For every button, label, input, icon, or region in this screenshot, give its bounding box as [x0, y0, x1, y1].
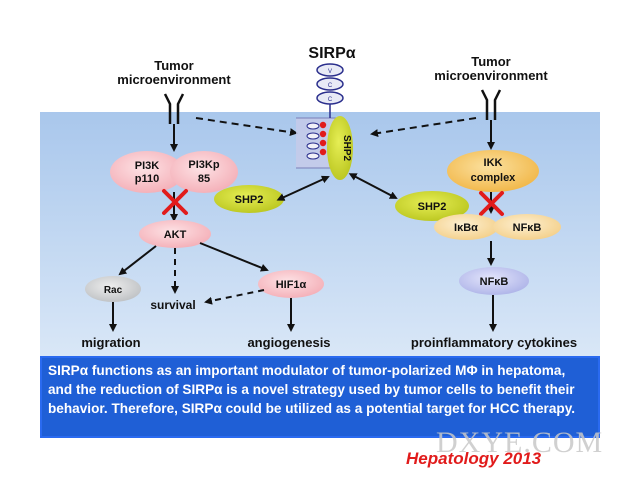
akt-node [139, 220, 211, 248]
summary-caption: SIRPα functions as an important modulato… [40, 356, 600, 438]
pi3k-p85-label-2: 85 [198, 173, 210, 185]
double-arrow-shp2-right [348, 173, 398, 199]
phospho-dots [319, 121, 327, 156]
sirpa-receptor: V C C SHP2 [296, 63, 353, 180]
ikk-complex-node [447, 150, 539, 192]
nfkb-complex-node [493, 214, 561, 240]
shp2-membrane-node [327, 116, 353, 180]
watermark: DXYE.COM [436, 426, 604, 459]
ikk-label-2: complex [471, 172, 517, 184]
itim-motifs [306, 122, 320, 160]
env-left-line1: Tumor [154, 58, 193, 73]
dashed-arrow-hif1a-to-survival [204, 289, 265, 305]
right-receptor-icon [480, 89, 502, 120]
inhibition-cross-pi3k [162, 189, 188, 215]
cytokines-label: proinflammatory cytokines [411, 335, 577, 350]
arrow-akt-to-hif1a [199, 242, 269, 272]
pi3k-p85-label-1: PI3Kp [188, 159, 219, 171]
env-left-line2: microenvironment [117, 72, 231, 87]
hif1a-label: HIF1α [276, 279, 307, 291]
nfkb-complex-label: NFκB [513, 222, 542, 234]
receptor-domain-c2-label: C [328, 97, 333, 103]
hif1a-node [258, 270, 324, 298]
ikba-label: IκBα [454, 222, 478, 234]
receptor-domain-v-label: V [328, 69, 332, 75]
pi3k-p85-node [170, 151, 238, 193]
receptor-domain-c1 [316, 77, 344, 91]
double-arrow-shp2-left [276, 175, 330, 201]
shp2-left-label: SHP2 [235, 194, 264, 206]
dashed-arrow-right-to-sirpa [370, 117, 477, 138]
arrow-akt-to-rac [118, 245, 157, 276]
rac-node [85, 276, 141, 302]
ikk-label-1: IKK [484, 157, 503, 169]
shp2-right-label: SHP2 [418, 201, 447, 213]
survival-label: survival [150, 298, 195, 312]
env-right-line1: Tumor [471, 54, 510, 69]
rac-label: Rac [104, 285, 123, 296]
receptor-domain-c1-label: C [328, 83, 333, 89]
pi3k-p110-label-1: PI3K [135, 160, 160, 172]
pi3k-p110-label-2: p110 [135, 173, 159, 185]
pi3k-p110-node [110, 151, 184, 193]
ikba-node [434, 214, 498, 240]
nfkb-node [459, 267, 529, 295]
shp2-membrane-label: SHP2 [341, 135, 352, 162]
journal-citation: Hepatology 2013 [406, 449, 542, 468]
dashed-arrow-left-to-sirpa [195, 117, 298, 137]
inhibition-cross-ikk [479, 191, 504, 216]
shp2-right-node [395, 191, 469, 221]
shp2-left-node [214, 185, 284, 213]
akt-label: AKT [164, 229, 187, 241]
receptor-title: SIRPα [308, 45, 355, 62]
migration-label: migration [81, 335, 140, 350]
angiogenesis-label: angiogenesis [247, 335, 330, 350]
receptor-domain-v [316, 63, 344, 77]
env-right-line2: microenvironment [434, 68, 548, 83]
left-receptor-icon [163, 93, 185, 124]
nfkb-label: NFκB [480, 276, 509, 288]
